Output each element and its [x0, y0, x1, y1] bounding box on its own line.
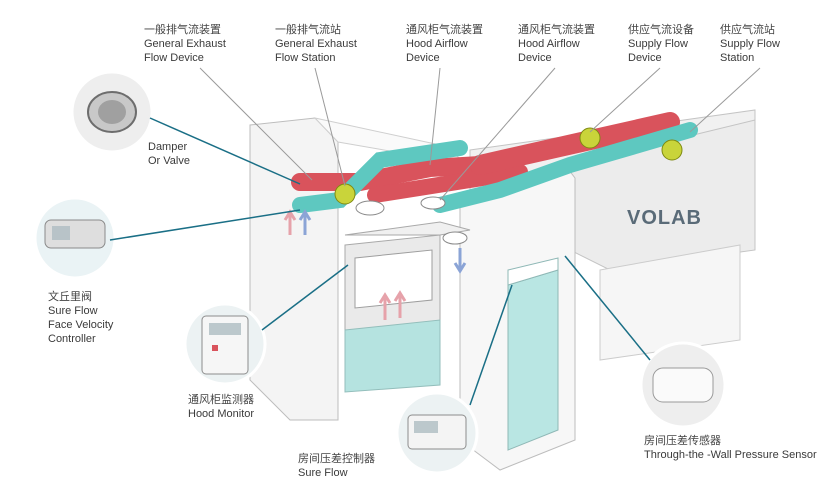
- hood-collar: [420, 196, 446, 210]
- sensor-supply-device: [579, 127, 601, 149]
- label-hood-device-1-zh: 通风柜气流装置: [406, 24, 483, 36]
- label-exhaust-station-zh: 一般排气流站: [275, 24, 341, 36]
- label-exhaust-station-en2: Flow Station: [275, 52, 336, 64]
- left-wall: [249, 117, 339, 421]
- label-damper-en1: Damper: [148, 141, 188, 153]
- fume-hood-base: [344, 319, 441, 393]
- label-wall-sensor-en1: Through-the -Wall Pressure Sensor: [644, 449, 817, 461]
- label-damper-en2: Or Valve: [148, 155, 190, 167]
- label-room-controller-zh: 房间压差控制器: [298, 453, 375, 465]
- supply-diffuser: [355, 200, 385, 216]
- door-frame: [507, 257, 559, 286]
- label-room-controller: 房间压差控制器 Sure Flow: [298, 452, 375, 480]
- right-room-floor: [599, 244, 741, 361]
- room-diffuser: [442, 231, 468, 245]
- label-damper: Damper Or Valve: [148, 140, 190, 168]
- label-hood-monitor: 通风柜监测器 Hood Monitor: [188, 393, 254, 421]
- callout-damper: [70, 70, 301, 185]
- label-wall-sensor-zh: 房间压差传感器: [644, 435, 721, 447]
- label-face-velocity-en2: Face Velocity: [48, 319, 114, 331]
- label-supply-device-zh: 供应气流设备: [628, 24, 694, 36]
- label-supply-station-en1: Supply Flow: [720, 38, 780, 50]
- label-exhaust-station: 一般排气流站 General Exhaust Flow Station: [275, 23, 357, 65]
- label-hood-monitor-en1: Hood Monitor: [188, 408, 255, 420]
- label-exhaust-device-zh: 一般排气流装置: [144, 24, 221, 36]
- label-hood-device-2-zh: 通风柜气流装置: [518, 24, 595, 36]
- flow-arrows: [283, 209, 467, 320]
- leader-lines: [199, 67, 761, 201]
- label-exhaust-station-en1: General Exhaust: [275, 38, 357, 50]
- callout-hood-monitor: [183, 264, 349, 386]
- label-hood-device-2-en1: Hood Airflow: [518, 38, 580, 50]
- label-supply-device-en2: Device: [628, 52, 662, 64]
- label-supply-device: 供应气流设备 Supply Flow Device: [628, 23, 694, 65]
- label-hood-device-2-en2: Device: [518, 52, 552, 64]
- label-supply-device-en1: Supply Flow: [628, 38, 688, 50]
- label-hood-monitor-zh: 通风柜监测器: [188, 394, 254, 406]
- label-exhaust-device-en2: Flow Device: [144, 52, 204, 64]
- label-exhaust-device-en1: General Exhaust: [144, 38, 226, 50]
- volab-logo: VOLAB: [627, 207, 702, 229]
- exhaust-ducts: [291, 112, 680, 203]
- label-face-velocity-en3: Controller: [48, 333, 96, 345]
- label-supply-station: 供应气流站 Supply Flow Station: [720, 23, 780, 65]
- sensor-exhaust-station: [334, 183, 356, 205]
- callout-wall-sensor: [564, 255, 727, 429]
- label-face-velocity-zh: 文丘里阀: [48, 291, 92, 303]
- callout-face-velocity: [33, 196, 301, 280]
- label-face-velocity-en1: Sure Flow: [48, 305, 98, 317]
- label-hood-device-1-en2: Device: [406, 52, 440, 64]
- label-wall-sensor: 房间压差传感器 Through-the -Wall Pressure Senso…: [644, 434, 817, 462]
- supply-ducts: [292, 122, 698, 213]
- label-hood-device-2: 通风柜气流装置 Hood Airflow Device: [518, 23, 595, 65]
- fume-hood-sash: [354, 249, 433, 309]
- callout-room-controller: [395, 284, 513, 475]
- label-hood-device-1-en1: Hood Airflow: [406, 38, 468, 50]
- sensor-supply-station: [661, 139, 683, 161]
- label-hood-device-1: 通风柜气流装置 Hood Airflow Device: [406, 23, 483, 65]
- label-exhaust-device: 一般排气流装置 General Exhaust Flow Device: [144, 23, 226, 65]
- label-supply-station-en2: Station: [720, 52, 755, 64]
- label-room-controller-en1: Sure Flow: [298, 467, 348, 479]
- label-face-velocity: 文丘里阀 Sure Flow Face Velocity Controller: [48, 290, 113, 346]
- door: [507, 269, 559, 451]
- fume-hood-top: [344, 221, 471, 236]
- label-supply-station-zh: 供应气流站: [720, 24, 775, 36]
